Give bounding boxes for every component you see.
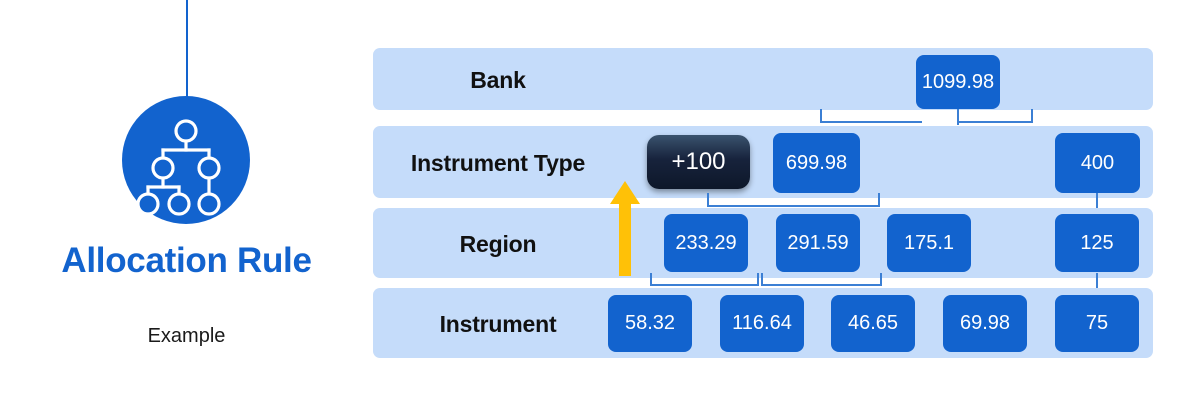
node-instrument-type-699-98[interactable]: 699.98: [773, 133, 860, 193]
connector-bank-to-400: [958, 109, 1033, 123]
connector-bank-to-699: [820, 109, 922, 123]
connector-233-to-58: [650, 273, 729, 286]
left-panel: Allocation Rule Example: [0, 0, 373, 401]
yellow-up-arrow-icon: [610, 181, 640, 276]
hierarchy-levels: Bank 1099.98 Instrument Type +100 699.98…: [373, 0, 1181, 401]
connector-233-to-116: [727, 273, 759, 286]
page-title: Allocation Rule: [61, 241, 312, 280]
connector-itype-to-233: [707, 193, 817, 207]
connector-stem: [186, 0, 188, 100]
node-bank-1099-98[interactable]: 1099.98: [916, 55, 1000, 109]
node-instrument-116-64[interactable]: 116.64: [720, 295, 804, 352]
connector-itype-to-region-right: [816, 193, 880, 207]
node-instrument-type-400[interactable]: 400: [1055, 133, 1140, 193]
connector-291-to-46: [818, 273, 882, 286]
node-instrument-type-adjustment[interactable]: +100: [647, 135, 750, 189]
page-subtitle: Example: [147, 325, 226, 347]
row-label-instrument: Instrument: [439, 311, 557, 337]
node-region-291-59[interactable]: 291.59: [776, 214, 860, 272]
node-region-233-29[interactable]: 233.29: [664, 214, 748, 272]
row-label-bank: Bank: [470, 67, 526, 93]
row-band-bank: [373, 48, 1153, 110]
node-instrument-58-32[interactable]: 58.32: [608, 295, 692, 352]
hierarchy-tree-icon: [122, 96, 250, 224]
row-band-region: [373, 208, 1153, 278]
connector-125-to-75: [1096, 273, 1098, 288]
connector-bank-stub: [957, 109, 959, 125]
node-instrument-75[interactable]: 75: [1055, 295, 1139, 352]
node-region-175-1[interactable]: 175.1: [887, 214, 971, 272]
node-instrument-69-98[interactable]: 69.98: [943, 295, 1027, 352]
node-instrument-46-65[interactable]: 46.65: [831, 295, 915, 352]
row-label-instrument-type: Instrument Type: [410, 150, 586, 176]
row-band-instrument-type: [373, 126, 1153, 198]
node-region-125[interactable]: 125: [1055, 214, 1139, 272]
connector-291-to-116: [761, 273, 823, 286]
row-label-region: Region: [459, 231, 537, 257]
connector-400-to-125: [1096, 193, 1098, 209]
